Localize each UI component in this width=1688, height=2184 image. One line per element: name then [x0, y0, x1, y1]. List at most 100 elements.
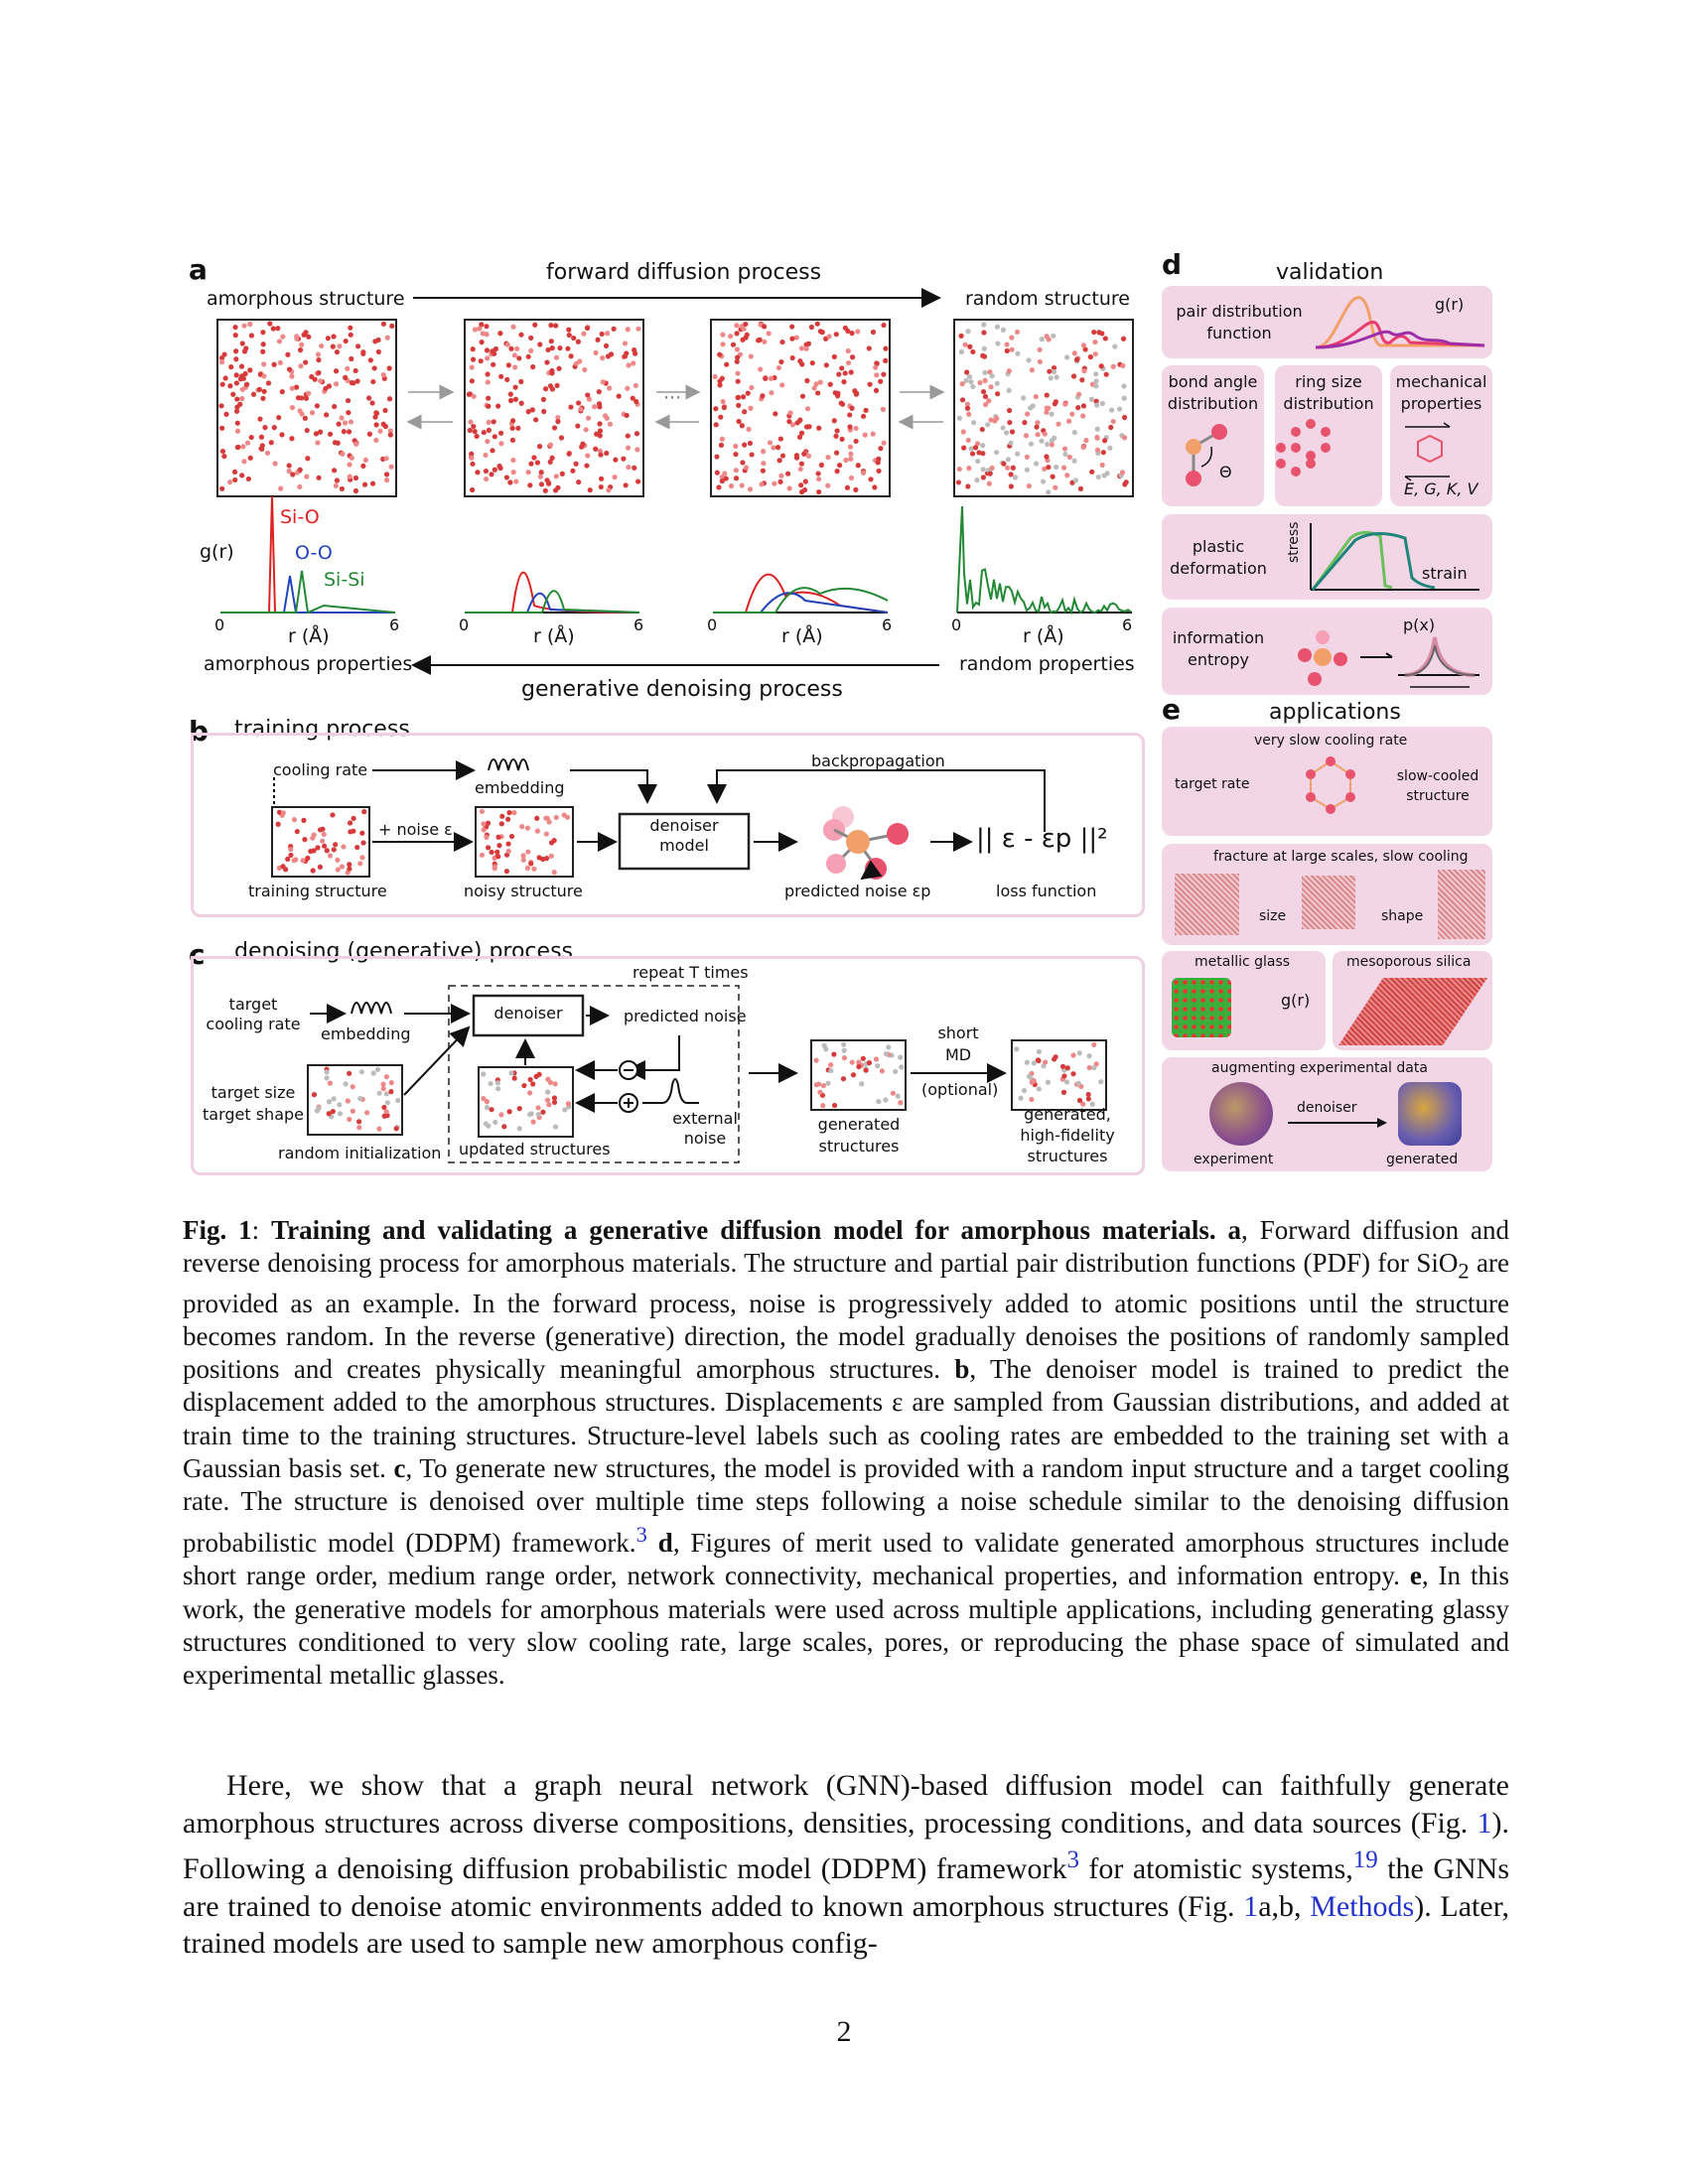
atom-dot	[766, 331, 772, 337]
atom-dot	[843, 457, 849, 464]
random-structure-label: random structure	[965, 288, 1130, 310]
atom-dot	[528, 461, 534, 467]
atom-dot	[568, 353, 574, 359]
validation-title: validation	[1276, 260, 1384, 285]
atom-dot	[860, 413, 867, 419]
atom-dot	[545, 480, 552, 486]
atom-dot	[960, 429, 966, 435]
atom-dot	[1052, 435, 1057, 441]
atom-dot	[504, 341, 510, 347]
atom-dot	[716, 484, 722, 490]
x-max-3: 6	[882, 615, 893, 634]
atom-dot	[816, 425, 822, 431]
entropy-label: information entropy	[1172, 628, 1265, 669]
denoiser-model-box: denoiser model	[649, 816, 719, 855]
atom-dot	[506, 810, 512, 816]
atom-dot	[994, 324, 1000, 330]
atom-dot	[963, 377, 969, 384]
atom-dot	[380, 1081, 386, 1087]
x-label-1: r (Å)	[288, 625, 330, 647]
atom-dot	[883, 345, 889, 351]
atom-dot	[345, 365, 351, 371]
atom-dot	[540, 1109, 546, 1115]
atom-dot	[520, 853, 526, 859]
ref3-link[interactable]: 3	[1066, 1846, 1079, 1873]
atom-dot	[380, 321, 386, 327]
atom-dot	[383, 1109, 389, 1115]
atom-dot	[548, 322, 554, 329]
atom-dot	[1044, 405, 1050, 411]
atom-dot	[847, 424, 853, 430]
atom-dot	[533, 1073, 539, 1080]
fig1-link[interactable]: 1	[1477, 1806, 1492, 1840]
caption-ref3[interactable]: 3	[635, 1522, 647, 1548]
atom-dot	[485, 439, 491, 445]
atom-dot	[467, 427, 473, 434]
atom-dot	[352, 487, 359, 494]
atom-dot	[371, 365, 377, 371]
atom-dot	[863, 407, 869, 413]
atom-dot	[965, 329, 971, 335]
loss-expression: || ε - εp ||²	[976, 824, 1108, 854]
ref19-link[interactable]: 19	[1352, 1846, 1378, 1873]
atom-dot	[354, 378, 360, 384]
atom-dot	[472, 429, 478, 435]
atom-dot	[511, 1075, 517, 1081]
atom-dot	[1026, 1073, 1032, 1079]
atom-dot	[348, 325, 353, 331]
atom-dot	[853, 486, 859, 492]
atom-dot	[635, 478, 641, 484]
atom-dot	[554, 382, 560, 388]
atom-dot	[334, 478, 341, 483]
atom-dot	[805, 341, 811, 346]
fig1b-link[interactable]: 1	[1243, 1889, 1259, 1923]
atom-dot	[321, 831, 327, 838]
atom-dot	[374, 1066, 381, 1072]
atom-dot	[219, 425, 225, 431]
atom-dot	[831, 1102, 838, 1109]
atom-dot	[873, 387, 880, 393]
atom-dot	[728, 482, 735, 489]
atom-dot	[360, 840, 366, 846]
atom-dot	[301, 817, 307, 823]
atom-dot	[870, 329, 877, 336]
methods-link[interactable]: Methods	[1310, 1889, 1415, 1923]
atom-dot	[322, 843, 328, 849]
pdf-curve	[956, 505, 1132, 615]
atom-dot	[859, 1081, 865, 1087]
atom-dot	[260, 341, 266, 347]
atom-dot	[1000, 327, 1007, 333]
atom-dot	[275, 326, 281, 332]
atom-dot	[713, 406, 719, 412]
x-label-2: r (Å)	[533, 625, 575, 647]
atom-dot	[730, 341, 737, 347]
atom-dot	[1083, 438, 1089, 444]
atom-dot	[1048, 375, 1054, 381]
atom-dot	[784, 471, 791, 477]
atom-dot	[1070, 373, 1077, 379]
atom-dot	[566, 327, 572, 333]
atom-dot	[506, 1109, 512, 1115]
atom-dot	[468, 419, 474, 425]
atom-dot	[787, 410, 793, 416]
atom-dot	[985, 422, 991, 428]
atom-dot	[1006, 387, 1012, 393]
atom-dot	[1044, 409, 1050, 415]
atom-dot	[808, 324, 815, 331]
atom-dot	[516, 1126, 522, 1132]
atom-dot	[557, 344, 563, 351]
atom-dot	[813, 1057, 819, 1063]
atom-dot	[1051, 333, 1056, 339]
atom-dot	[842, 370, 848, 376]
atom-dot	[542, 487, 548, 493]
atom-dot	[761, 461, 767, 467]
atom-dot	[581, 331, 587, 337]
ring-atom	[1276, 443, 1286, 453]
atom-dot	[294, 384, 300, 390]
atom-dot	[316, 370, 322, 376]
atom-dot	[384, 1100, 390, 1106]
atom-dot	[248, 333, 255, 339]
pdf-curve	[713, 587, 889, 614]
atom-dot	[361, 809, 367, 815]
atom-dot	[469, 378, 475, 384]
